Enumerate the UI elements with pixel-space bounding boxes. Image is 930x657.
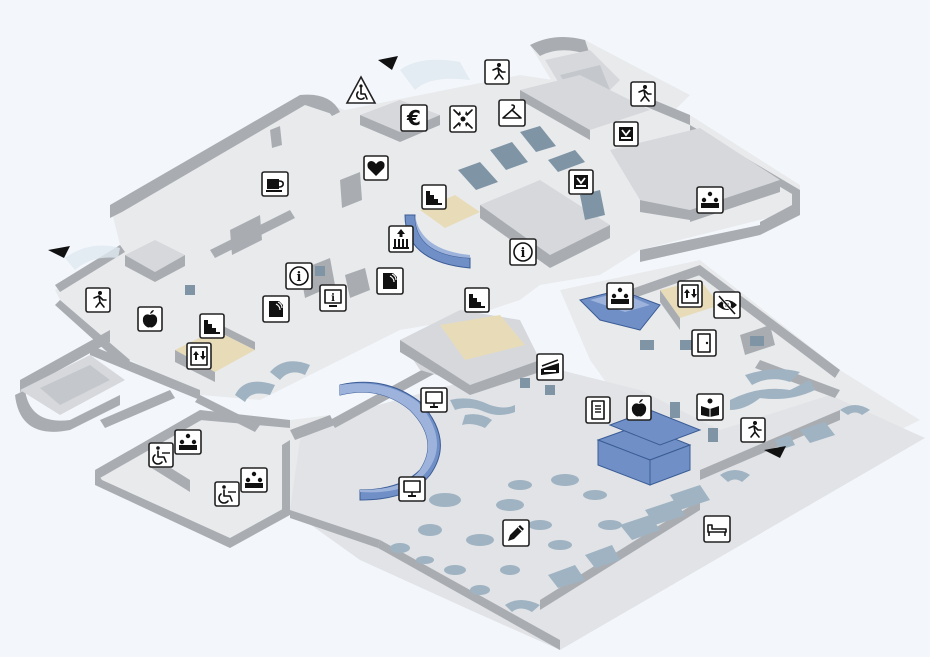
meeting-point-icon[interactable] (449, 105, 477, 133)
info-point-screen-icon[interactable]: i (319, 284, 347, 312)
euro-glyph: € (406, 106, 421, 130)
lounge-icon[interactable] (703, 515, 731, 543)
locker-icon[interactable] (613, 121, 639, 147)
furniture (185, 126, 870, 612)
computer-icon[interactable] (420, 387, 448, 413)
exit-icon[interactable] (630, 81, 656, 107)
stairs-icon[interactable] (464, 287, 490, 313)
lift-icon[interactable] (388, 225, 414, 253)
print-icon[interactable] (376, 267, 404, 295)
direction-marker-north (378, 56, 398, 70)
accessible-group-room-icon[interactable] (214, 481, 240, 507)
elevator-icon[interactable] (677, 280, 703, 308)
info-icon[interactable]: i (509, 238, 537, 266)
stairs-icon[interactable] (199, 313, 225, 339)
cafe-icon[interactable] (261, 171, 289, 197)
accessible-group-room-icon[interactable] (148, 442, 174, 468)
group-room-icon[interactable] (606, 282, 634, 310)
food-allowed-icon[interactable] (137, 306, 163, 332)
group-room-icon[interactable] (174, 429, 202, 455)
direction-marker-east (764, 446, 786, 458)
pen-icon[interactable] (502, 519, 530, 547)
scanner-icon[interactable] (536, 353, 564, 381)
reading-icon[interactable] (696, 393, 724, 421)
exit-icon[interactable] (484, 59, 510, 85)
info-glyph: i (521, 246, 526, 261)
exit-icon[interactable] (85, 287, 111, 313)
locker-icon[interactable] (568, 169, 594, 195)
quiet-zone-icon[interactable] (713, 291, 741, 319)
computer-icon[interactable] (398, 476, 426, 502)
cloakroom-icon[interactable] (498, 99, 526, 127)
info-icon[interactable]: i (285, 262, 313, 290)
stairs-icon[interactable] (421, 184, 447, 210)
group-room-icon[interactable] (240, 467, 268, 493)
stair-tower-left (15, 355, 125, 432)
print-icon[interactable] (262, 295, 290, 323)
door-icon[interactable] (691, 329, 717, 357)
direction-marker-west (48, 246, 70, 258)
elevator-icon[interactable] (186, 342, 212, 370)
exit-icon[interactable] (740, 417, 766, 443)
screen-info-glyph: i (331, 293, 335, 304)
info-glyph: i (297, 270, 302, 285)
curved-shelves (339, 214, 661, 501)
first-aid-heart-icon[interactable] (363, 155, 389, 181)
euro-icon[interactable]: € (400, 104, 428, 132)
book-return-icon[interactable] (585, 396, 611, 424)
group-room-icon[interactable] (696, 186, 724, 214)
accessibility-warning-icon[interactable] (345, 75, 377, 104)
food-allowed-icon[interactable] (626, 395, 652, 421)
